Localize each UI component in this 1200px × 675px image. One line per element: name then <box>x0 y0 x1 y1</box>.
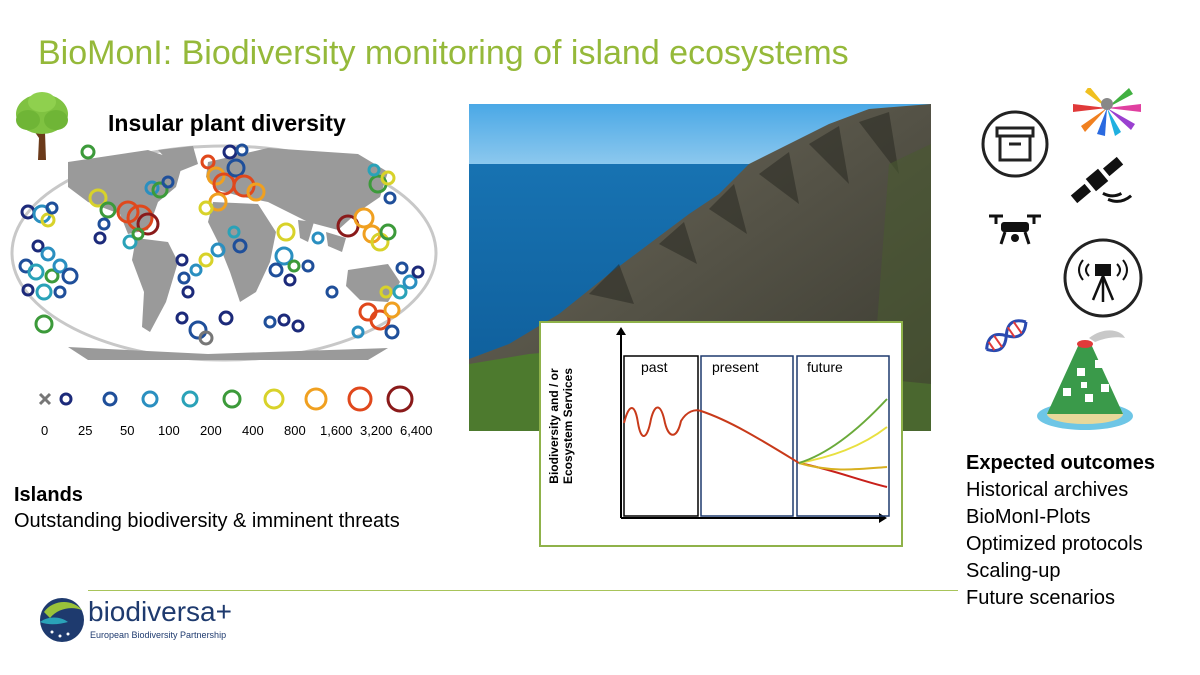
outcome-item: BioMonI-Plots <box>966 506 1091 528</box>
outcome-item: Future scenarios <box>966 587 1115 609</box>
footer-divider <box>88 590 958 591</box>
satellite-icon <box>1070 156 1133 204</box>
timeline-graph-drawing <box>616 327 890 523</box>
legend-circle-6400 <box>386 385 414 413</box>
biodiversa-logo-icon <box>40 598 84 642</box>
period-box-past <box>623 355 699 517</box>
curve-future-increase <box>798 398 888 464</box>
period-label-past: past <box>641 359 668 375</box>
legend-label: 400 <box>242 423 264 438</box>
legend-circle-800 <box>263 388 285 410</box>
multidirection-arrows-icon <box>1073 88 1141 136</box>
legend-label: 25 <box>78 423 92 438</box>
world-map <box>10 143 438 362</box>
archive-box-icon <box>981 110 1049 178</box>
legend-label: 200 <box>200 423 222 438</box>
outcome-item: Historical archives <box>966 479 1129 501</box>
methods-icons <box>981 88 1143 430</box>
map-title: Insular plant diversity <box>108 110 346 136</box>
legend-label: 3,200 <box>360 423 393 438</box>
legend-circle-100 <box>141 390 159 408</box>
legend-label: 1,600 <box>320 423 353 438</box>
outcomes-title: Expected outcomes <box>966 452 1155 474</box>
laser-scanner-icon <box>1063 238 1143 318</box>
islands-text: Outstanding biodiversity & imminent thre… <box>14 510 400 532</box>
timeline-graph: past present future Biodiversity and / o… <box>539 321 903 547</box>
period-box-future <box>796 355 890 517</box>
legend-label: 6,400 <box>400 423 433 438</box>
legend-circle-400 <box>222 389 242 409</box>
outcome-item: Optimized protocols <box>966 533 1143 555</box>
legend-circle-3200 <box>347 386 373 412</box>
volcanic-island-icon <box>1037 330 1133 430</box>
legend-circle-25 <box>59 392 73 406</box>
islands-heading: Islands <box>14 484 83 506</box>
legend-circle-200 <box>181 390 199 408</box>
drone-icon <box>989 214 1041 245</box>
map-legend: 0 25 50 100 200 400 800 1,600 3,200 6,40… <box>38 385 433 438</box>
legend-label: 100 <box>158 423 180 438</box>
legend-label: 800 <box>284 423 306 438</box>
period-label-present: present <box>712 359 759 375</box>
slide-title: BioMonI: Biodiversity monitoring of isla… <box>38 34 849 72</box>
curve-future-recovery <box>798 426 888 464</box>
dna-icon <box>985 319 1028 353</box>
curve-future-stable <box>798 462 888 471</box>
tree-icon <box>16 92 68 160</box>
legend-circle-1600 <box>304 387 328 411</box>
y-axis-label: Biodiversity and / or Ecosystem Services <box>547 367 575 485</box>
curve-historical <box>623 406 800 464</box>
logo-name: biodiversa+ <box>88 596 232 627</box>
legend-label: 50 <box>120 423 134 438</box>
legend-zero-cross <box>38 392 52 406</box>
period-label-future: future <box>807 359 843 375</box>
legend-circle-50 <box>102 391 118 407</box>
period-box-present <box>700 355 794 517</box>
legend-label: 0 <box>41 423 48 438</box>
logo-tagline: European Biodiversity Partnership <box>90 630 227 640</box>
outcome-item: Scaling-up <box>966 560 1061 582</box>
